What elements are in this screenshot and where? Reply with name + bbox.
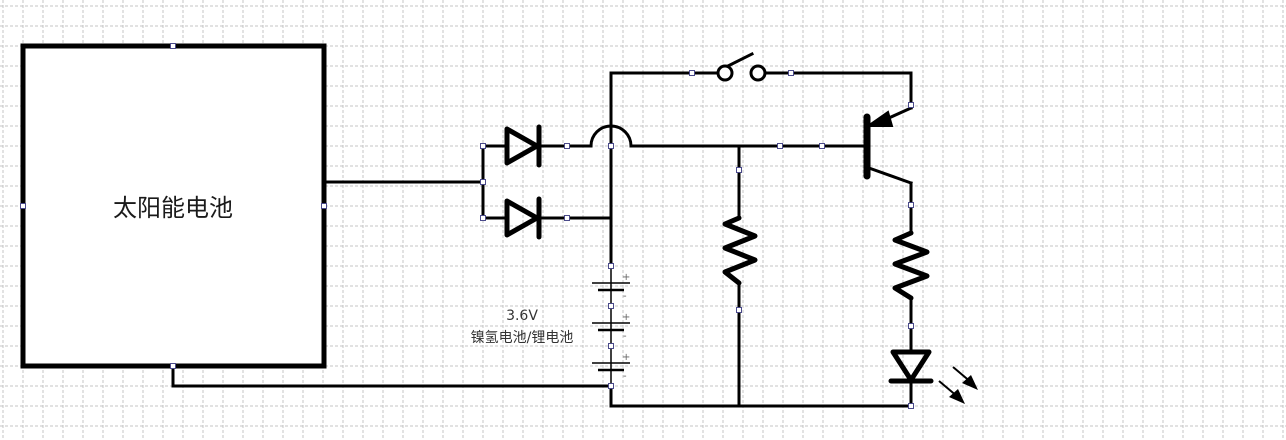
connection-handle[interactable] xyxy=(908,323,914,329)
diode-upper-triangle xyxy=(504,126,540,166)
connection-handles xyxy=(20,43,914,409)
diode-upper[interactable] xyxy=(504,124,542,168)
switch-contact-right xyxy=(749,64,767,82)
connection-handle[interactable] xyxy=(480,179,486,185)
battery-cell-1: + - xyxy=(592,272,630,302)
pnp-transistor[interactable] xyxy=(863,106,913,185)
transistor-emitter-arrow xyxy=(864,110,894,127)
transistor-collector-lead xyxy=(867,166,913,185)
connection-handle[interactable] xyxy=(608,263,614,269)
battery-pack[interactable]: + - + - + - 3.6V 镍氢电池/锂电池 xyxy=(471,266,631,386)
battery-minus-2: - xyxy=(623,331,627,342)
connection-handle[interactable] xyxy=(564,143,570,149)
switch[interactable] xyxy=(716,51,767,82)
connection-handle[interactable] xyxy=(480,143,486,149)
connection-handle[interactable] xyxy=(170,43,176,49)
solar-panel-box[interactable] xyxy=(20,43,327,369)
switch-contact-left xyxy=(716,64,734,82)
connection-handle[interactable] xyxy=(480,215,486,221)
switch-lever xyxy=(725,51,755,69)
diode-lower-triangle xyxy=(504,198,540,238)
led-triangle xyxy=(890,349,932,383)
connection-handle[interactable] xyxy=(788,70,794,76)
battery-plus-1: + xyxy=(622,272,630,283)
connection-handle[interactable] xyxy=(321,203,327,209)
connection-handle[interactable] xyxy=(608,143,614,149)
diode-lower[interactable] xyxy=(504,196,542,240)
connection-handle[interactable] xyxy=(564,215,570,221)
led-resistor[interactable] xyxy=(892,230,930,301)
connection-handle[interactable] xyxy=(608,343,614,349)
solar-panel[interactable]: 太阳能电池 xyxy=(20,43,327,369)
connection-handle[interactable] xyxy=(20,203,26,209)
led[interactable] xyxy=(888,349,978,404)
battery-cell-2: + - xyxy=(592,312,630,342)
connection-handle[interactable] xyxy=(908,403,914,409)
battery-voltage-label: 3.6V xyxy=(506,308,538,324)
connection-handle[interactable] xyxy=(608,303,614,309)
connection-handle[interactable] xyxy=(170,363,176,369)
battery-minus-3: - xyxy=(623,371,627,382)
solar-panel-label: 太阳能电池 xyxy=(113,194,233,222)
base-resistor-zigzag xyxy=(722,215,758,286)
battery-cell-3: + - xyxy=(592,352,630,382)
connection-handle[interactable] xyxy=(608,383,614,389)
battery-plus-2: + xyxy=(622,312,630,323)
led-light-emission-icon xyxy=(938,366,978,404)
connection-handle[interactable] xyxy=(736,167,742,173)
connection-handle[interactable] xyxy=(908,102,914,108)
led-resistor-zigzag xyxy=(892,230,930,301)
connection-handle[interactable] xyxy=(819,143,825,149)
battery-plus-3: + xyxy=(622,352,630,363)
connection-handle[interactable] xyxy=(777,143,783,149)
connection-handle[interactable] xyxy=(736,307,742,313)
battery-minus-1: - xyxy=(623,291,627,302)
connection-handle[interactable] xyxy=(908,202,914,208)
base-resistor[interactable] xyxy=(722,215,758,286)
battery-type-label: 镍氢电池/锂电池 xyxy=(471,330,574,346)
connection-handle[interactable] xyxy=(689,70,695,76)
